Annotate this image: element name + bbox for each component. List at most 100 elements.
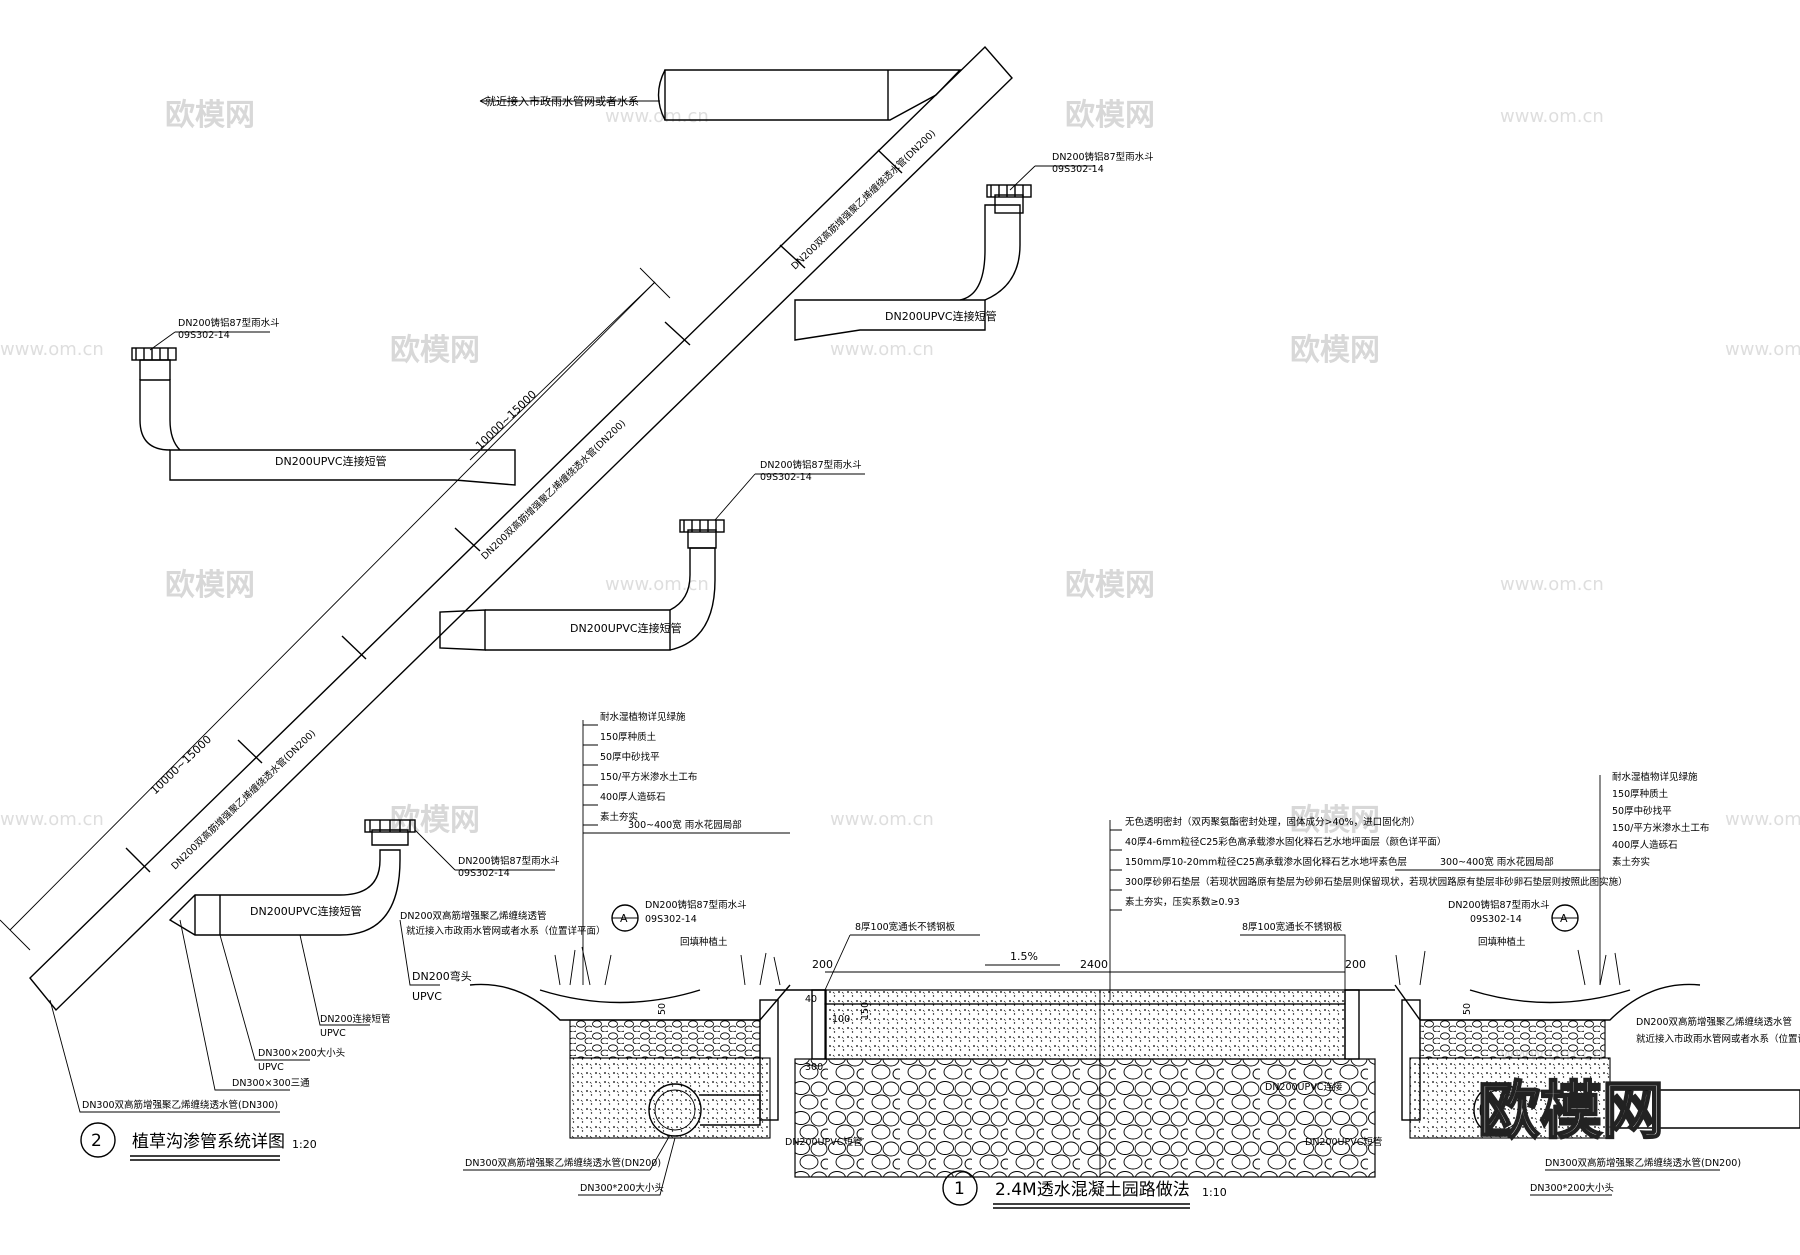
funnel-code: 09S302-14 <box>1470 914 1522 925</box>
funnel-code: 09S302-14 <box>458 868 510 879</box>
reducer-material: UPVC <box>258 1062 284 1073</box>
funnel-label: DN200铸铝87型雨水斗 <box>760 459 862 471</box>
main-pipe-300-label: DN300双高筋增强聚乙烯缠绕透水管(DN300) <box>82 1099 278 1111</box>
watermark-url: www.om.cn <box>605 574 709 595</box>
right-pipe-label: DN200双高筋增强聚乙烯缠绕透水管 <box>1636 1016 1792 1028</box>
watermark-url: www.om.cn <box>1725 339 1800 360</box>
diagram2-title: 植草沟渗管系统详图 <box>132 1132 285 1152</box>
diagram1-scale: 1:10 <box>1202 1186 1227 1199</box>
watermark-brand: 欧模网 <box>1065 98 1155 133</box>
diagram1-title: 2.4M透水混凝土园路做法 <box>995 1180 1190 1200</box>
left-gravel <box>569 1019 761 1059</box>
road-section-diagram: 耐水湿植物详见绿施 150厚种质土 50厚中砂找平 150/平方米渗水土工布 4… <box>400 711 1800 1209</box>
diagram1-number: 1 <box>954 1179 965 1199</box>
layer-item: 50厚中砂找平 <box>1612 805 1672 817</box>
perm-pipe-label: DN300双高筋增强聚乙烯缠绕透水管(DN200) <box>465 1157 661 1169</box>
connector2-label: DN200连接短管 <box>320 1013 391 1025</box>
surface-layer <box>824 989 1346 1005</box>
watermark-url: www.om.cn <box>830 339 934 360</box>
funnel-code: 09S302-14 <box>178 330 230 341</box>
layer-item: 素土夯实 <box>1612 856 1650 868</box>
funnel-label: DN200铸铝87型雨水斗 <box>178 317 280 329</box>
layer-item: 无色透明密封（双丙聚氨酯密封处理，固体成分>40%，进口固化剂） <box>1125 816 1420 828</box>
layer-item: 素土夯实 <box>600 811 638 823</box>
connector-label: DN200UPVC连接短管 <box>885 309 997 323</box>
section-mark: A <box>620 912 628 925</box>
slope: 1.5% <box>1010 950 1038 963</box>
funnel-code: 09S302-14 <box>760 472 812 483</box>
layer-item: 50厚中砂找平 <box>600 751 660 763</box>
steel-plate-label: 8厚100宽通长不锈钢板 <box>1242 921 1343 933</box>
watermark-url: www.om.cn <box>0 809 104 830</box>
dim-50: 50 <box>1462 1003 1473 1015</box>
dim-300: 300 <box>805 1062 823 1073</box>
watermark-url: www.om.cn <box>605 106 709 127</box>
layer-item: 耐水湿植物详见绿施 <box>600 711 686 723</box>
funnel-label: DN200铸铝87型雨水斗 <box>645 899 747 911</box>
watermark-url: www.om.cn <box>1500 106 1604 127</box>
reducer-label: DN300×200大小头 <box>258 1047 345 1059</box>
layer-item: 40厚4-6mm粒径C25彩色高承载渗水固化释石艺水地坪面层（颜色详平面） <box>1125 836 1446 848</box>
backfill-label: 回填种植土 <box>1478 936 1526 948</box>
funnel-code: 09S302-14 <box>1052 164 1104 175</box>
main-pipe-label: DN200双高筋增强聚乙烯缠绕透水管(DN200) <box>479 417 628 562</box>
layer-item: 150mm厚10-20mm粒径C25高承载渗水固化释石艺水地坪素色层 <box>1125 856 1407 868</box>
layer-item: 耐水湿植物详见绿施 <box>1612 771 1698 783</box>
elbow-label: DN200弯头 <box>412 969 472 983</box>
dim-40: 40 <box>805 994 817 1005</box>
perm-pipe-label: DN300双高筋增强聚乙烯缠绕透水管(DN200) <box>1545 1157 1741 1169</box>
main-pipe-label: DN200双高筋增强聚乙烯缠绕透水管(DN200) <box>789 127 938 272</box>
right-gravel <box>1419 1019 1606 1059</box>
spacing-dim: 10000~15000 <box>148 733 214 797</box>
steel-plate-label: 8厚100宽通长不锈钢板 <box>855 921 956 933</box>
upvc-pipe-label: DN200UPVC短管 <box>785 1136 862 1148</box>
layer-item: 150厚种质土 <box>600 731 657 743</box>
connector-label: DN200UPVC连接短管 <box>250 904 362 918</box>
funnel-label: DN200铸铝87型雨水斗 <box>458 855 560 867</box>
section-mark: A <box>1560 912 1568 925</box>
tee-label: DN300×300三通 <box>232 1078 310 1089</box>
left-pipe-label: DN200双高筋增强聚乙烯缠绕透管 <box>400 910 547 922</box>
connector-label: DN200UPVC连接短管 <box>570 621 682 635</box>
upvc-connect-label: DN200UPVC连接 <box>1265 1081 1343 1093</box>
watermark-brand: 欧模网 <box>390 333 480 368</box>
backfill-label: 回填种植土 <box>680 936 728 948</box>
edge-dim: 200 <box>1345 958 1366 971</box>
diagram2-number: 2 <box>91 1131 102 1151</box>
layer-item: 150/平方米渗水土工布 <box>1612 822 1709 834</box>
dim-150: 150 <box>860 1002 871 1020</box>
width-dim: 300~400宽 雨水花园局部 <box>1440 856 1554 868</box>
left-outlet-label: 就近接入市政雨水管网或者水系（位置详平面） <box>406 925 606 937</box>
right-outlet-label: 就近接入市政雨水管网或者水系（位置详平面） <box>1636 1033 1800 1045</box>
pebble-layer <box>794 1058 1376 1178</box>
watermark-layer: 欧模网 欧模网 欧模网 欧模网 欧模网 欧模网 欧模网 欧模网 www.om.c… <box>0 98 1800 1065</box>
width-dim: 300~400宽 雨水花园局部 <box>628 819 742 831</box>
layer-item: 400厚人造砾石 <box>600 791 666 803</box>
watermark-url: www.om.cn <box>1500 574 1604 595</box>
elbow-material: UPVC <box>412 990 442 1003</box>
watermark-brand: 欧模网 <box>1290 803 1380 838</box>
dim-100: 100 <box>832 1014 850 1025</box>
edge-dim: 200 <box>812 958 833 971</box>
layer-item: 300厚砂卵石垫层（若现状园路原有垫层为砂卵石垫层则保留现状，若现状园路原有垫层… <box>1125 876 1628 888</box>
watermark-url: www.om.cn <box>0 339 104 360</box>
funnel-code: 09S302-14 <box>645 914 697 925</box>
connector-label: DN200UPVC连接短管 <box>275 454 387 468</box>
road-width: 2400 <box>1080 958 1108 971</box>
dim-50: 50 <box>657 1003 668 1015</box>
left-soil <box>569 1057 771 1139</box>
funnel-label: DN200铸铝87型雨水斗 <box>1052 151 1154 163</box>
layer-item: 150/平方米渗水土工布 <box>600 771 697 783</box>
reducer-label: DN300*200大小头 <box>580 1182 664 1194</box>
reducer-label: DN300*200大小头 <box>1530 1182 1614 1194</box>
upvc-pipe-label: DN200UPVC短管 <box>1305 1136 1382 1148</box>
layer-item: 素土夯实，压实系数≥0.93 <box>1125 896 1240 908</box>
spacing-dim: 10000~15000 <box>473 388 539 452</box>
watermark-url: www.om.cn <box>830 809 934 830</box>
watermark-url: www.om.cn <box>1725 809 1800 830</box>
right-soil <box>1409 1057 1611 1139</box>
watermark-brand: 欧模网 <box>165 568 255 603</box>
diagram2-scale: 1:20 <box>292 1138 317 1151</box>
brand-watermark: 欧模网 <box>1478 1074 1664 1147</box>
